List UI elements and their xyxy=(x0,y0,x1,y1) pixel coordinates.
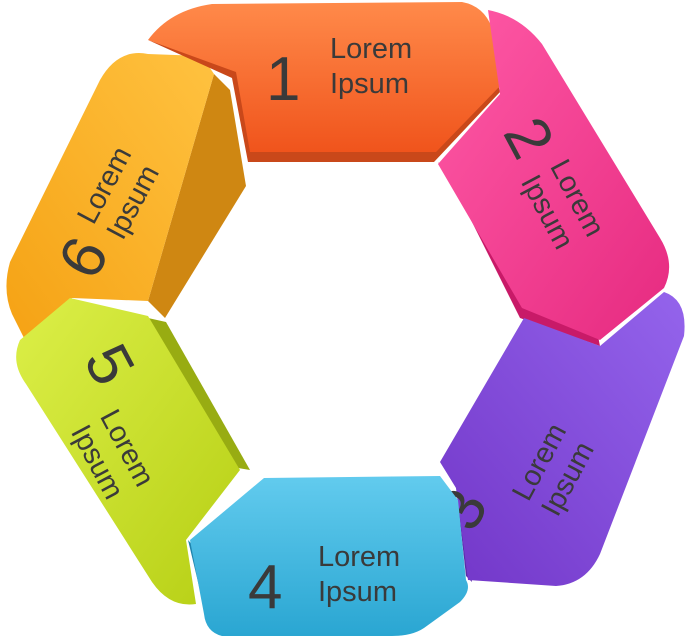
segment-5: 5 Lorem Ipsum xyxy=(16,298,250,605)
segment-3: Lorem Ipsum 3 xyxy=(424,292,685,586)
segment-2-face xyxy=(438,10,670,340)
segment-1-label-line2: Ipsum xyxy=(330,68,409,100)
segment-3-face xyxy=(440,292,685,586)
segment-6-face xyxy=(6,53,215,338)
segment-1-face xyxy=(148,2,500,152)
segment-3-side xyxy=(440,462,472,582)
segment-4-number: 4 xyxy=(248,553,282,622)
segment-6-side xyxy=(148,74,246,318)
segment-1-number: 1 xyxy=(266,45,300,114)
segment-4-label-line2: Ipsum xyxy=(318,576,397,608)
segment-2-side xyxy=(438,162,600,346)
segment-5-face xyxy=(16,298,241,605)
segment-2: 2 Lorem Ipsum xyxy=(438,10,670,346)
segment-6: 6 Lorem Ipsum xyxy=(6,53,246,338)
segment-4-face xyxy=(190,476,468,636)
segment-4: 4 Lorem Ipsum xyxy=(188,476,468,636)
segment-4-label-line1: Lorem xyxy=(318,541,400,573)
segment-5-side xyxy=(148,318,250,470)
segment-1: 1 Lorem Ipsum xyxy=(148,2,500,162)
segment-1-label-line1: Lorem xyxy=(330,33,412,65)
